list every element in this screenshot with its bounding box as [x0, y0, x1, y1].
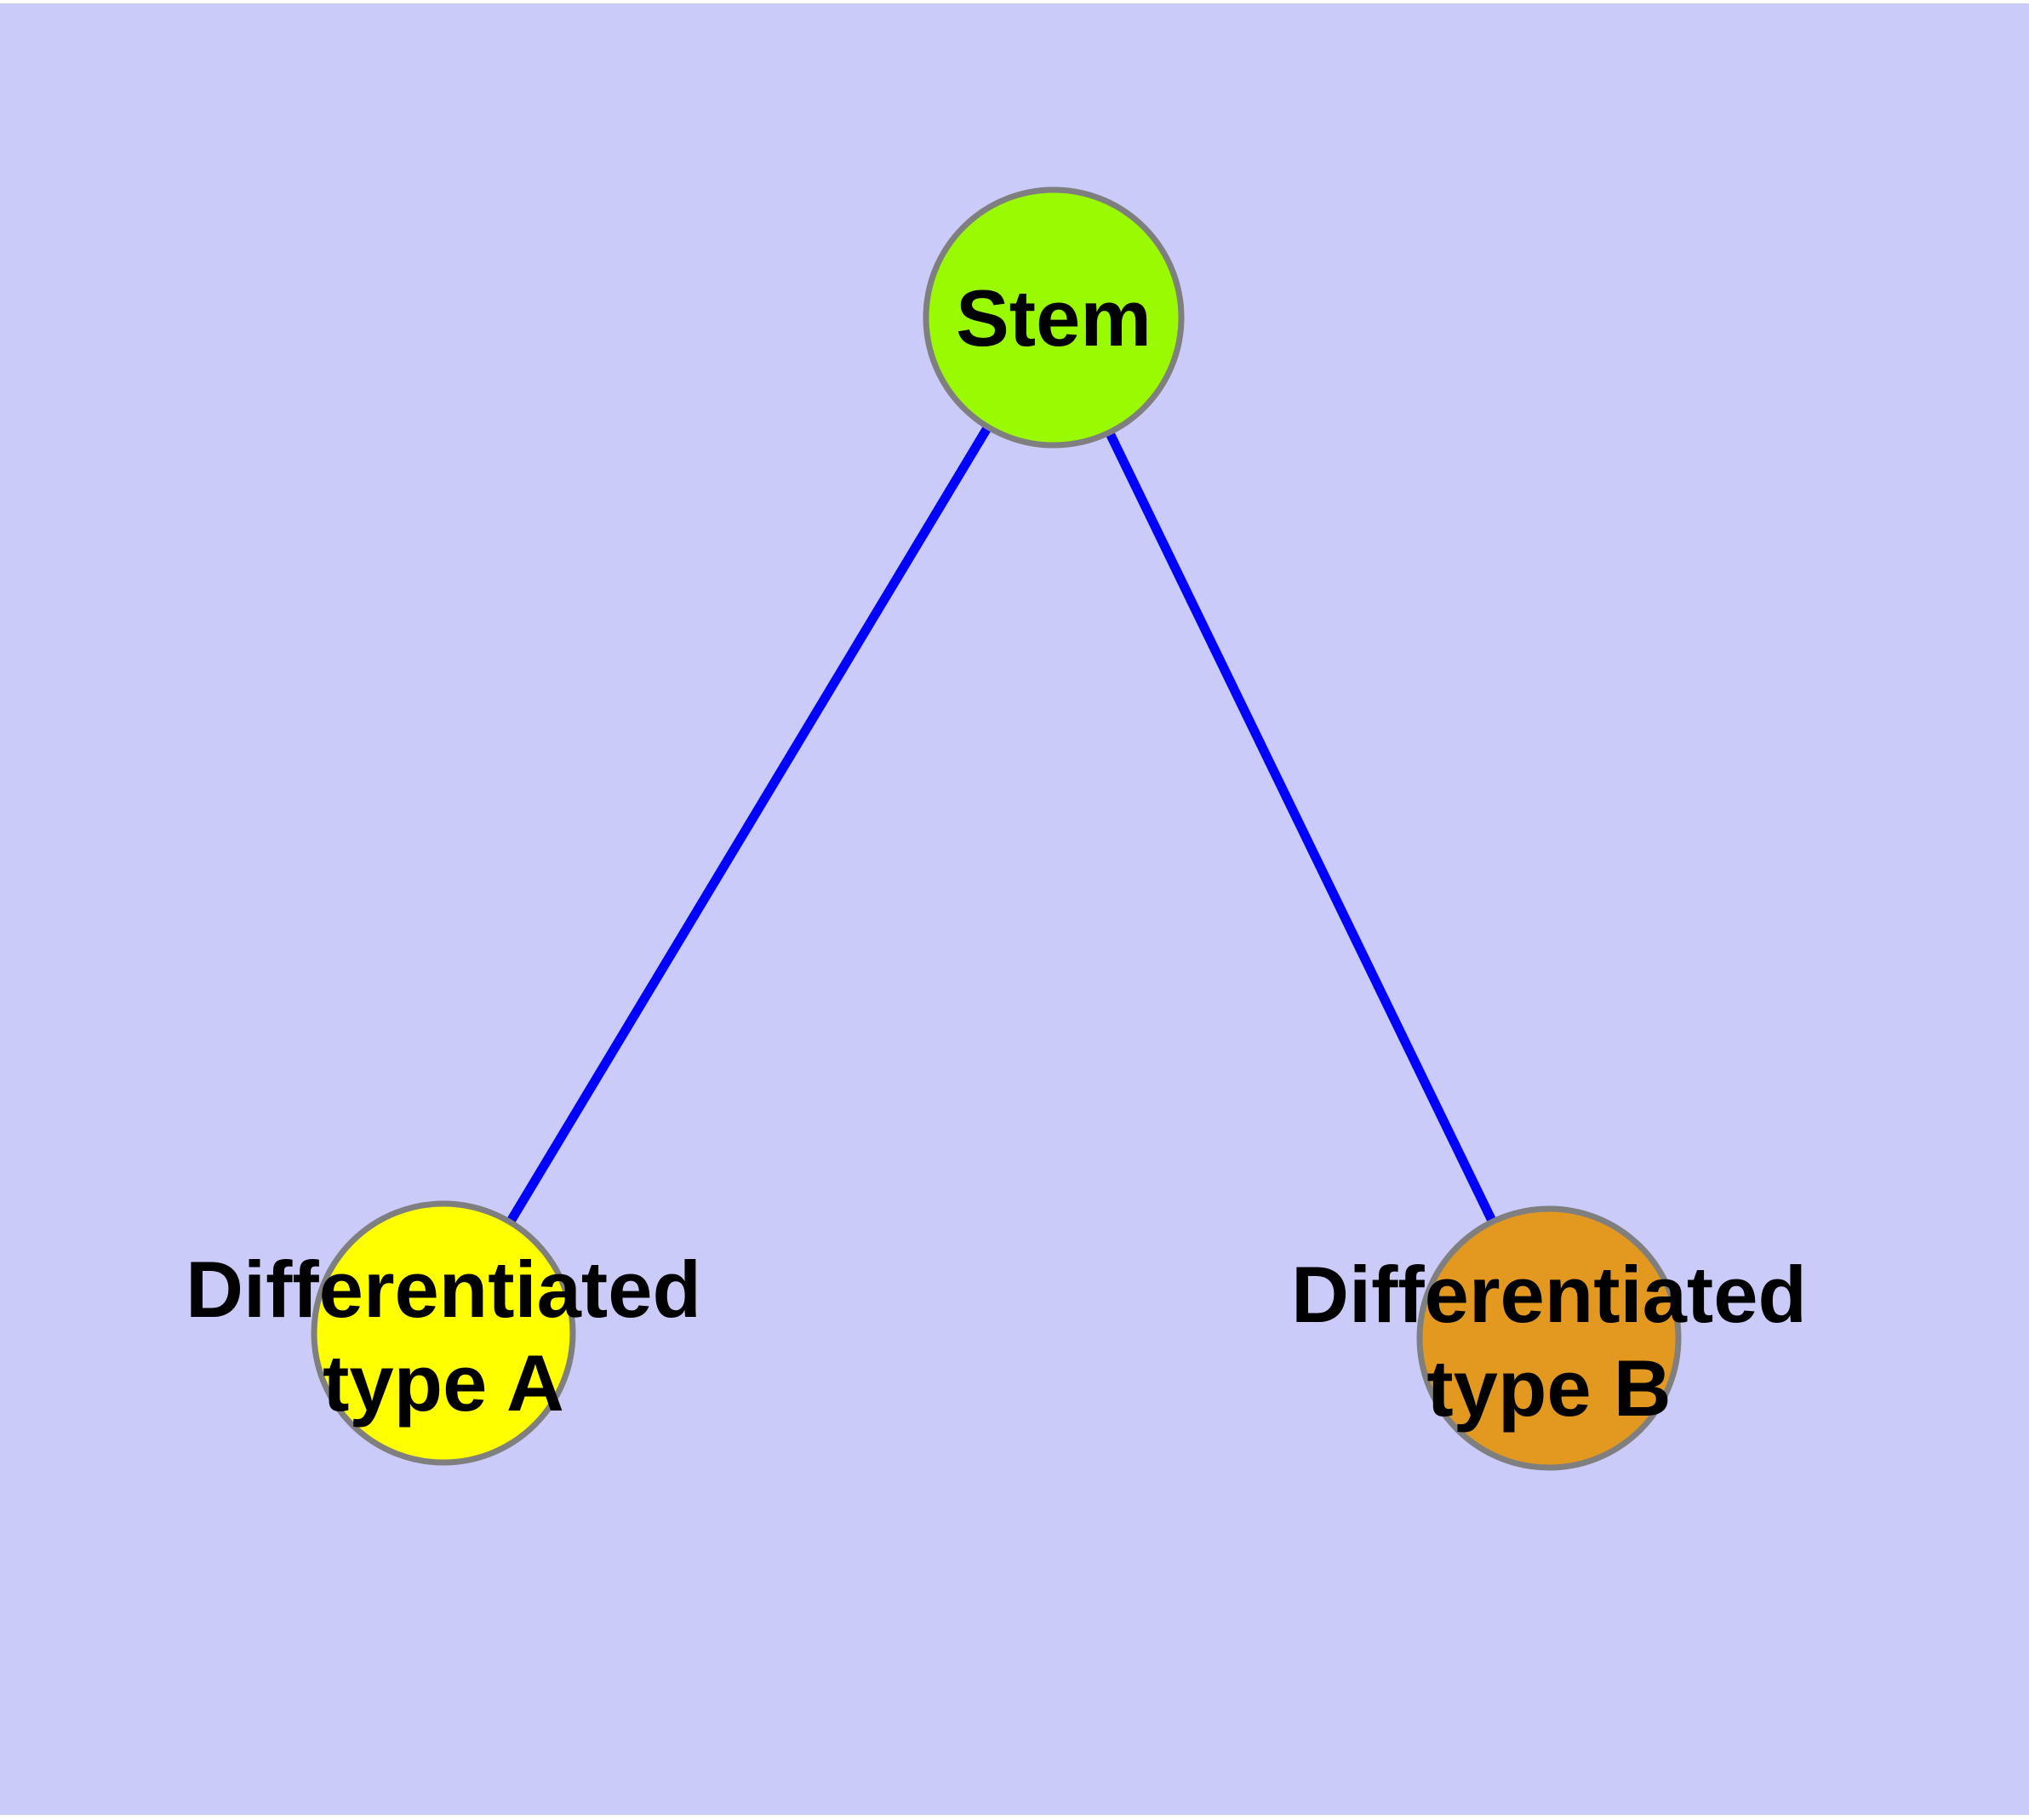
node-type-a-label-line1: Differentiated	[186, 1245, 701, 1334]
node-differentiated-type-b	[1416, 1205, 1682, 1471]
node-type-b-label-line1: Differentiated	[1291, 1250, 1807, 1339]
node-stem	[923, 186, 1185, 449]
node-type-a-label-line2: type A	[323, 1338, 564, 1428]
node-differentiated-type-a	[311, 1200, 576, 1466]
edge-stem-to-type-b	[1049, 315, 1553, 1341]
node-type-b-label-line2: type B	[1426, 1343, 1671, 1433]
node-stem-label: Stem	[956, 273, 1152, 363]
edge-stem-to-type-a	[439, 315, 1058, 1336]
